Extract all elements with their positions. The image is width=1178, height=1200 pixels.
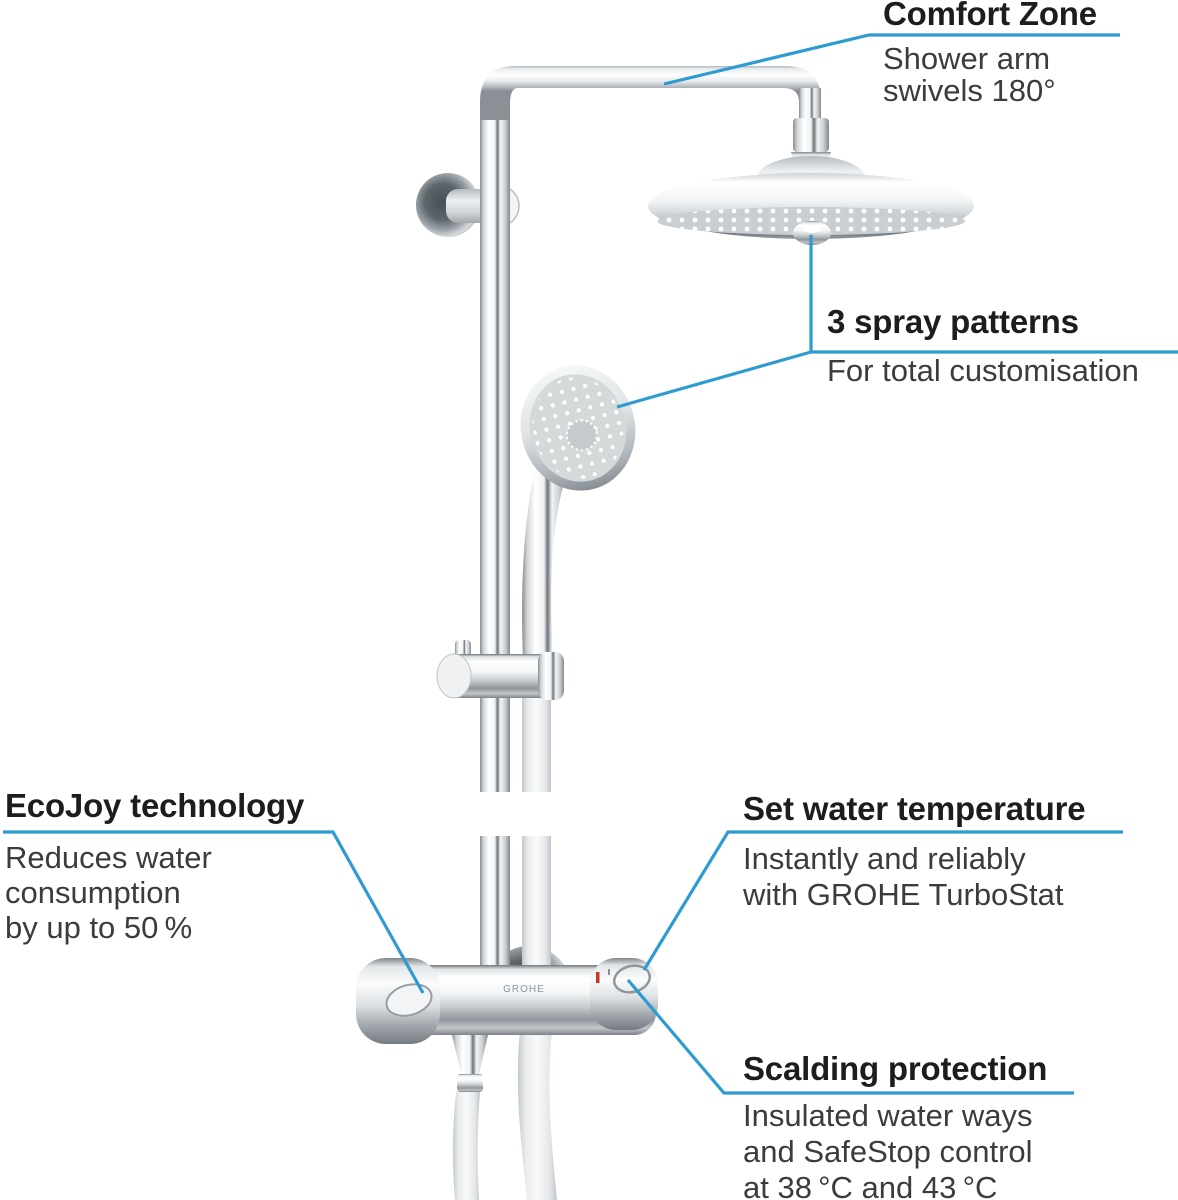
body-line: Reduces water	[5, 840, 212, 875]
shower-rail	[480, 120, 510, 996]
body-line: swivels 180°	[883, 73, 1056, 108]
shower-arm	[480, 66, 821, 132]
annotation-set-water-temperature-title: Set water temperature	[743, 790, 1086, 827]
connector-comfort-zone	[663, 33, 1120, 86]
body-line: Insulated water ways	[743, 1098, 1033, 1133]
glide-clamp	[436, 640, 564, 700]
head-shower	[648, 88, 974, 245]
annotation-spray-patterns: 3 spray patterns For total customisation	[827, 303, 1139, 388]
annotation-set-water-temperature-body: Instantly and reliably with GROHE TurboS…	[743, 841, 1085, 913]
annotation-scalding-protection-title: Scalding protection	[743, 1050, 1048, 1087]
annotation-comfort-zone-body: Shower arm swivels 180°	[883, 43, 1097, 107]
temperature-mark	[596, 972, 600, 983]
brand-mark: GROHE	[503, 984, 545, 995]
annotation-ecojoy-title: EcoJoy technology	[5, 787, 305, 824]
annotation-comfort-zone: Comfort Zone Shower arm swivels 180°	[883, 0, 1097, 107]
thermostat-valve: GROHE	[356, 958, 658, 1200]
connector-scalding-protection	[626, 978, 1074, 1095]
shower-hose	[517, 698, 557, 1200]
annotation-scalding-protection: Scalding protection Insulated water ways…	[743, 1051, 1047, 1200]
body-line: with GROHE TurboStat	[743, 877, 1064, 912]
callout-lines	[3, 33, 1178, 1095]
annotation-comfort-zone-title: Comfort Zone	[883, 0, 1097, 32]
safestop-button	[613, 964, 651, 994]
hand-shower	[520, 365, 636, 660]
body-line: consumption	[5, 875, 181, 910]
annotation-ecojoy: EcoJoy technology Reduces water consumpt…	[5, 787, 305, 946]
body-line: Shower arm	[883, 41, 1051, 76]
body-line: at 38 °C and 43 °C	[743, 1170, 998, 1200]
annotation-spray-patterns-title: 3 spray patterns	[827, 303, 1079, 340]
body-line: and SafeStop control	[743, 1134, 1033, 1169]
connector-set-water-temperature	[642, 830, 1123, 971]
body-line: Instantly and reliably	[743, 841, 1026, 876]
ecojoy-button	[385, 983, 433, 1017]
annotation-scalding-protection-body: Insulated water ways and SafeStop contro…	[743, 1098, 1047, 1200]
annotation-set-water-temperature: Set water temperature Instantly and reli…	[743, 790, 1086, 913]
annotation-ecojoy-body: Reduces water consumption by up to 50 %	[5, 840, 304, 945]
connector-spray-patterns-branch	[616, 350, 812, 409]
body-line: by up to 50 %	[5, 910, 193, 945]
body-line: For total customisation	[827, 353, 1139, 388]
connector-ecojoy	[3, 830, 425, 994]
annotation-spray-patterns-body: For total customisation	[827, 354, 1139, 387]
